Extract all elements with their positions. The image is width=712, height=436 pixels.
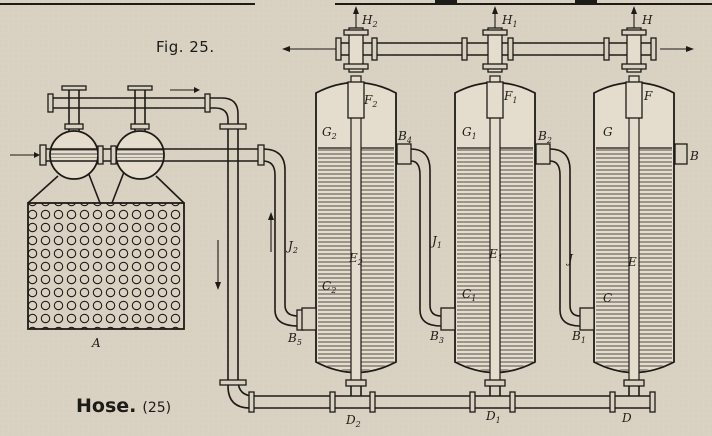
label-e1: E1 [488,247,503,263]
drum-left-level [51,148,97,158]
pipe-j1 [410,148,442,327]
top-manifold [282,37,694,61]
label-b3: B3 [429,329,444,345]
label-b2: B2 [537,129,552,145]
column-1 [440,6,551,396]
label-j1: J1 [429,234,442,250]
label-b4: B4 [397,129,412,145]
label-g2: G2 [322,125,337,141]
figure-label: Fig. 25. [156,38,215,56]
label-c2: C2 [322,279,336,295]
drum-right-level [117,148,163,158]
label-e2: E2 [348,251,363,267]
label-h2: H2 [361,13,378,29]
bottom-manifold [248,391,656,413]
label-f: F [643,89,653,103]
label-j2: J2 [285,239,298,255]
label-b1: B1 [571,329,586,345]
label-f1: F1 [503,89,517,105]
label-b: B [689,149,699,163]
label-j: J [565,252,574,266]
label-d: D [621,411,632,425]
label-e: E [627,255,637,269]
downcomer-pipe [214,97,255,409]
label-g1: G1 [462,125,477,141]
label-f2: F2 [363,93,377,109]
label-b5: B5 [287,331,302,347]
pipe-boiler-to-b5 [257,144,304,331]
boiler-a [10,85,263,330]
label-g: G [603,125,613,139]
label-d2: D2 [345,413,361,429]
top-border-fragments [0,0,712,5]
label-a: A [91,336,101,350]
pipe-j [549,148,581,327]
label-d1: D1 [485,409,501,425]
column-0 [579,6,688,396]
label-c: C [603,291,612,305]
boiler-body [27,202,185,330]
label-h1: H1 [501,13,518,29]
column-2 [301,6,412,396]
label-h: H [641,13,653,27]
label-c1: C1 [462,287,476,303]
caption: Hose.(25) [76,395,171,417]
